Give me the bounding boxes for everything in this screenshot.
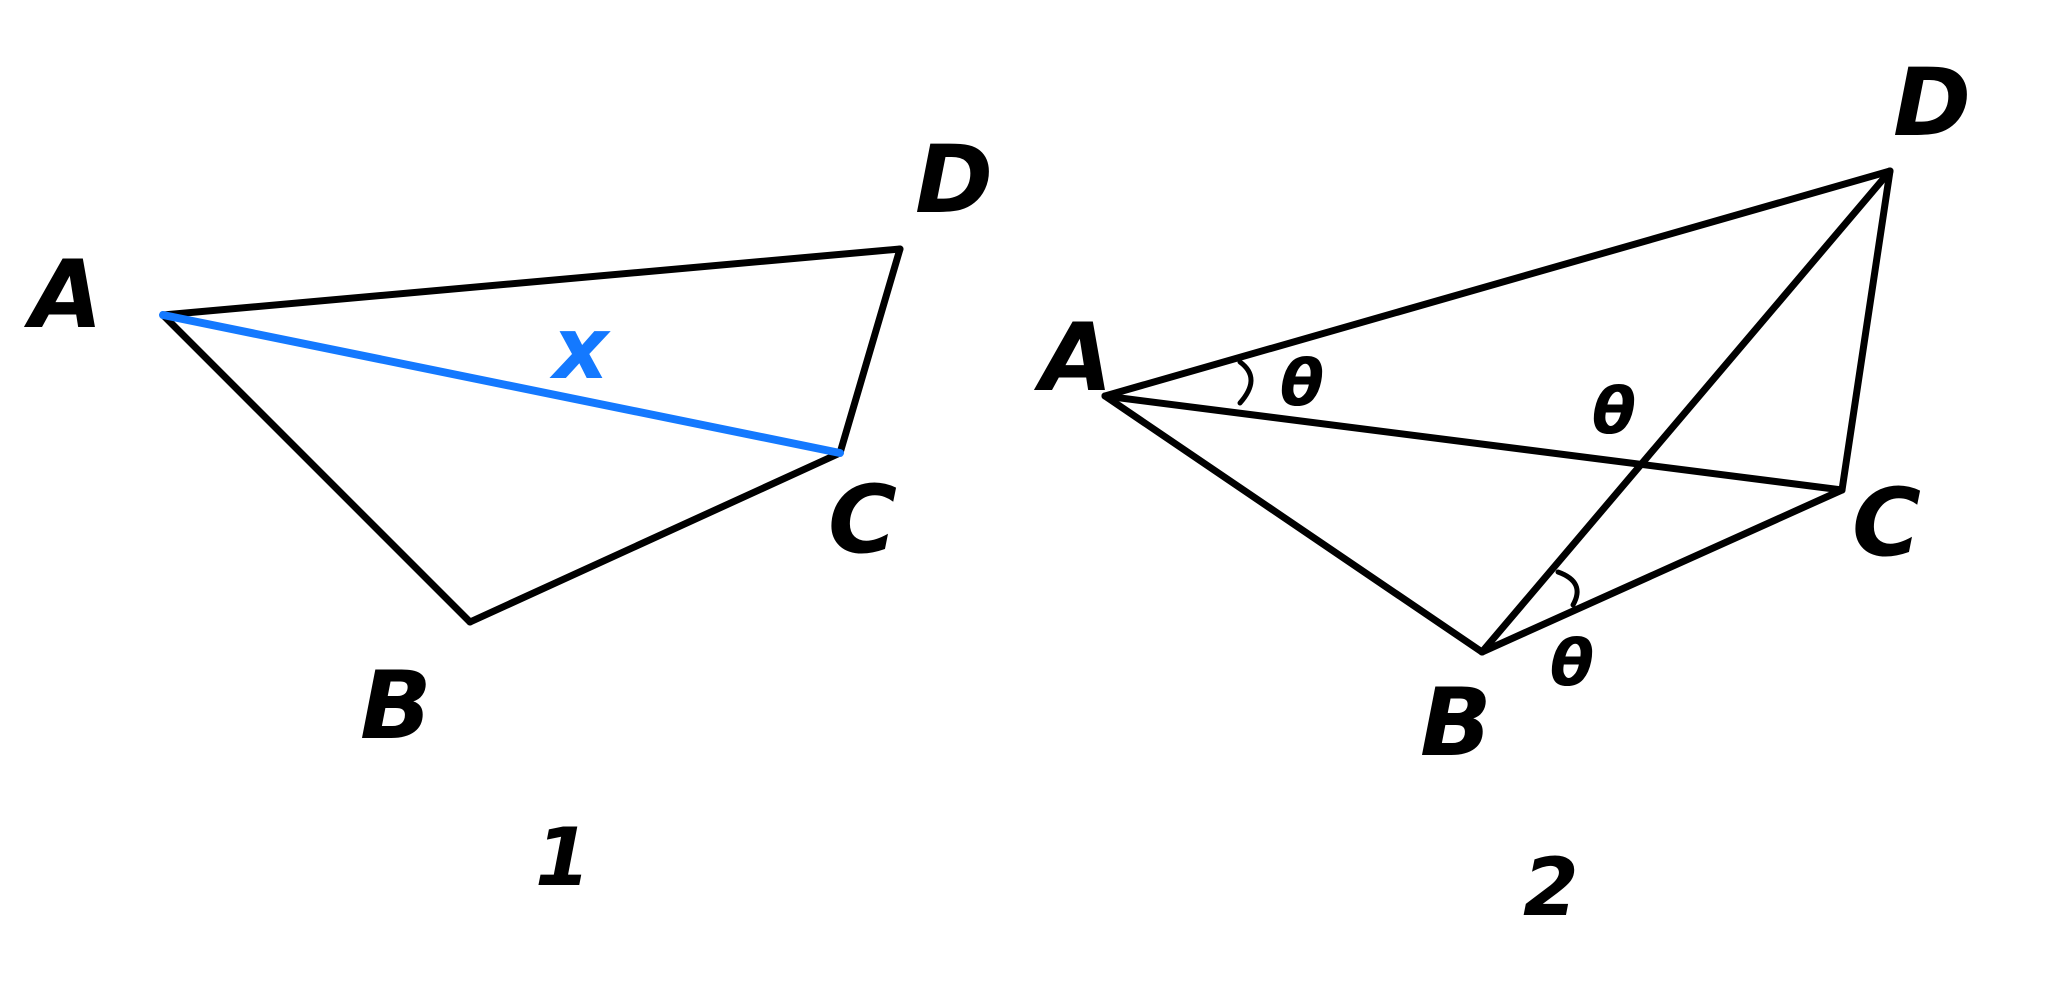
figure-2: A D C B θ θ θ 2 — [1033, 49, 1971, 934]
fig1-edge-ab — [159, 311, 474, 626]
fig2-vertex-a-label: A — [1033, 304, 1113, 413]
fig2-diagonal-bd — [1478, 167, 1894, 656]
fig1-unknown-x-label: x — [549, 299, 611, 399]
figure-1: A D C B x 1 — [23, 126, 993, 904]
fig1-vertex-d-label: D — [915, 126, 993, 235]
fig2-angle-theta-b: θ — [1550, 627, 1594, 701]
fig2-edge-bc — [1478, 486, 1846, 656]
fig2-caption: 2 — [1523, 841, 1579, 934]
fig1-vertex-a-label: A — [23, 241, 103, 350]
fig2-angle-theta-o: θ — [1592, 375, 1636, 449]
fig2-edge-ab — [1101, 392, 1486, 656]
fig2-angle-theta-a: θ — [1280, 347, 1324, 421]
fig1-edge-dc — [836, 245, 904, 457]
fig1-vertex-c-label: C — [828, 466, 897, 575]
fig2-vertex-c-label: C — [1852, 469, 1921, 578]
fig2-angle-arc-b — [1555, 569, 1580, 608]
fig1-diagonal-ac — [159, 311, 844, 457]
fig2-diagonal-ac — [1101, 392, 1846, 494]
fig2-edge-ad — [1101, 167, 1894, 400]
fig2-angle-arc-a — [1237, 359, 1254, 406]
fig1-edge-ad — [159, 245, 904, 319]
fig2-vertex-d-label: D — [1893, 49, 1971, 158]
fig2-edge-dc — [1838, 167, 1894, 494]
fig2-vertex-b-label: B — [1420, 669, 1492, 778]
fig1-caption: 1 — [535, 811, 591, 904]
fig1-vertex-b-label: B — [360, 652, 432, 761]
fig1-edge-bc — [466, 449, 844, 626]
